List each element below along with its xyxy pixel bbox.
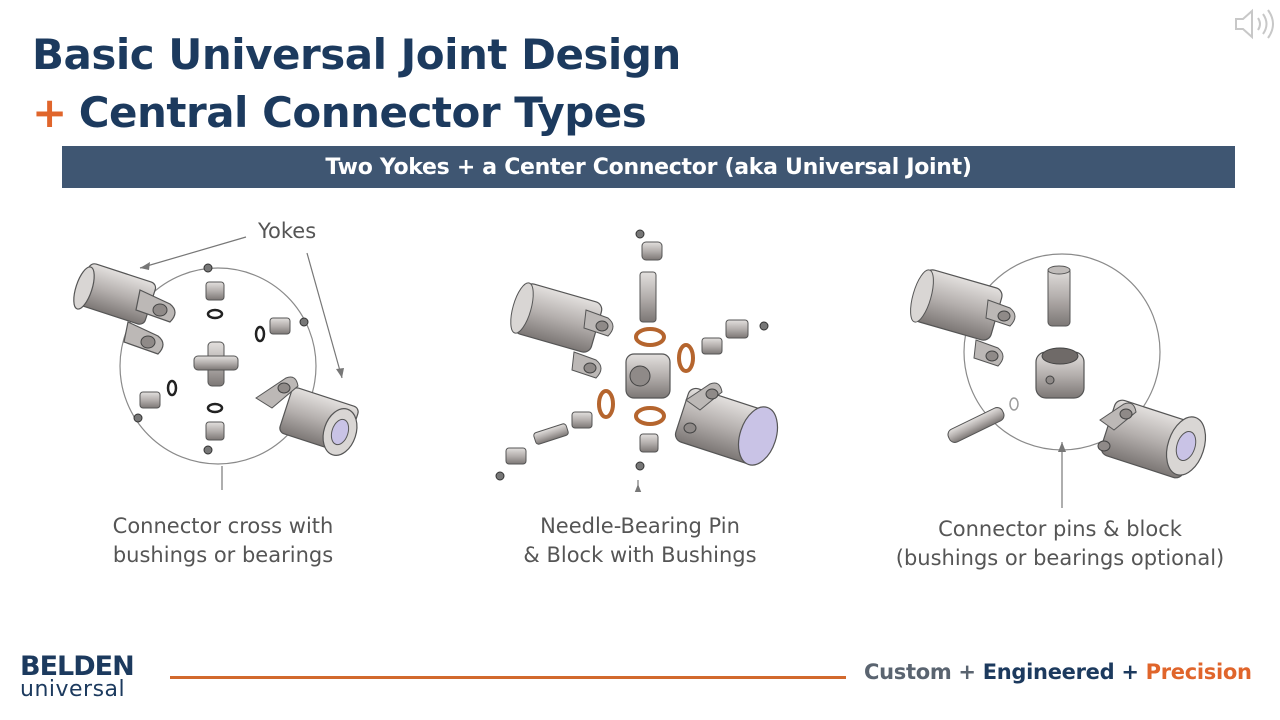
caption-pins-line-2: (bushings or bearings optional) [895,546,1225,570]
title-line-2: Central Connector Types [78,88,647,137]
title-plus: + [32,88,67,137]
pins-block-illustration [910,253,1207,508]
footer-tagline: Custom + Engineered + Precision [864,660,1252,684]
caption-cross-connector: Connector cross with bushings or bearing… [96,512,350,570]
tagline-precision: Precision [1145,660,1252,684]
belden-universal-logo: BELDEN universal [20,651,148,702]
section-banner: Two Yokes + a Center Connector (aka Univ… [62,146,1235,188]
logo-wordmark-bottom: universal [20,677,126,702]
page-title: Basic Universal Joint Design +Central Co… [32,26,681,142]
footer-divider [170,676,846,679]
tagline-engineered: Engineered + [982,660,1146,684]
tagline-custom: Custom + [864,660,983,684]
cross-connector-illustration [73,236,359,490]
title-line-1: Basic Universal Joint Design [32,30,681,79]
caption-cross-line-2: bushings or bearings [112,543,334,567]
caption-needle-bearing: Needle-Bearing Pin & Block with Bushings [510,512,770,570]
caption-needle-line-1: Needle-Bearing Pin [540,514,740,538]
caption-needle-line-2: & Block with Bushings [523,543,757,567]
caption-cross-line-1: Connector cross with [112,514,334,538]
yokes-callout: Yokes [258,219,317,243]
speaker-icon[interactable] [1232,6,1276,42]
logo-wordmark-top: BELDEN [20,651,135,682]
caption-pins-line-1: Connector pins & block [938,517,1182,541]
caption-pins-block: Connector pins & block (bushings or bear… [884,515,1236,573]
needle-bearing-illustration [495,229,779,492]
